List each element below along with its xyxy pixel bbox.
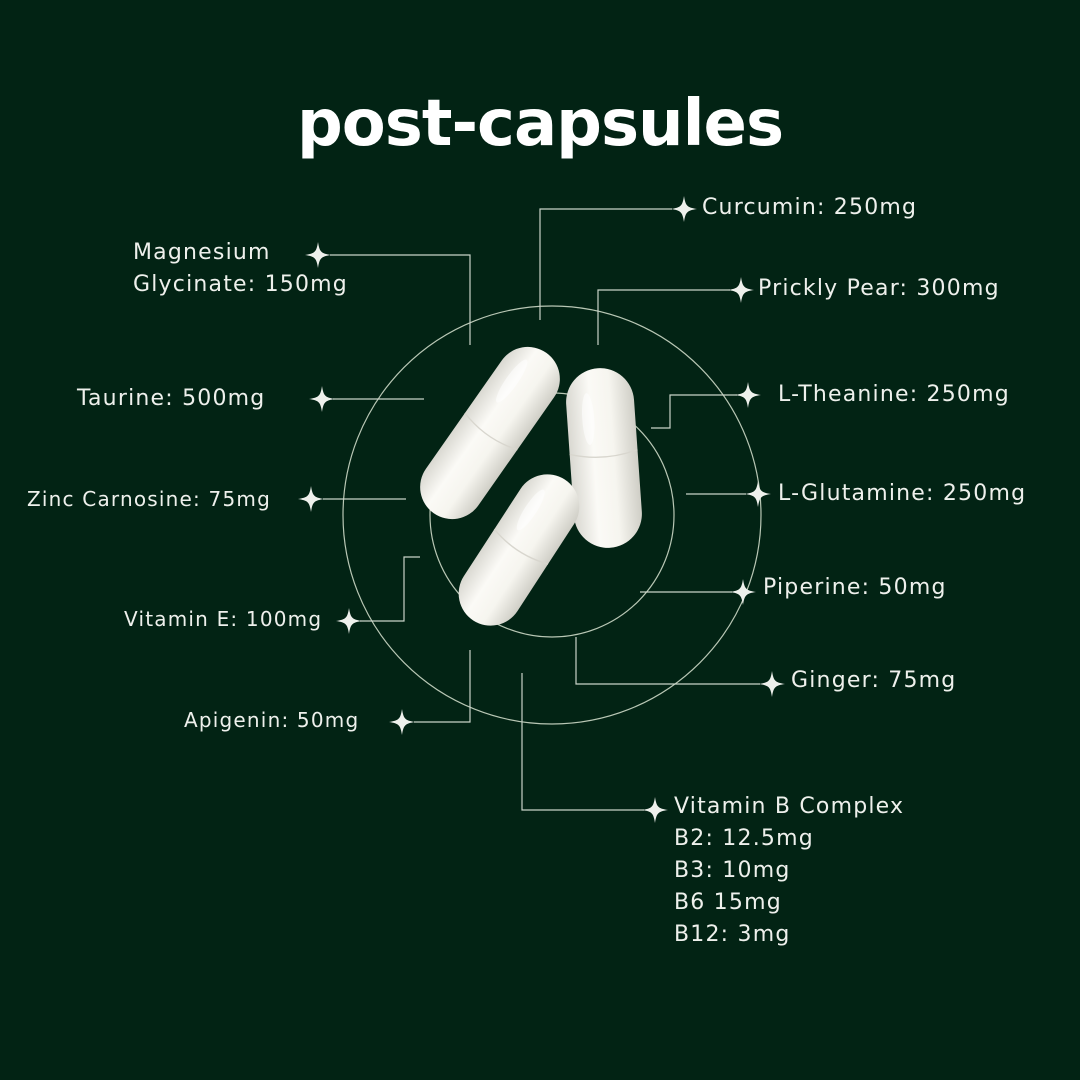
label-vitamin-b-complex: Vitamin B Complex B2: 12.5mg B3: 10mg B6… xyxy=(674,791,904,951)
page-title: post-capsules xyxy=(296,87,784,161)
connector-l-theanine xyxy=(651,394,737,429)
sparkle-icon xyxy=(336,608,362,634)
sparkle-icon xyxy=(730,579,756,605)
sparkle-icon xyxy=(642,797,668,823)
label-magnesium-glycinate: Magnesium Glycinate: 150mg xyxy=(133,237,348,301)
vitamin-b-heading: Vitamin B Complex xyxy=(674,794,905,819)
sparkle-icon xyxy=(728,277,754,303)
vitamin-b12: B12: 3mg xyxy=(674,922,791,947)
connector-curcumin xyxy=(539,208,672,320)
label-l-theanine: L-Theanine: 250mg xyxy=(778,382,1010,407)
label-l-glutamine: L-Glutamine: 250mg xyxy=(778,481,1027,506)
label-vitamin-e: Vitamin E: 100mg xyxy=(124,607,323,631)
connector-ginger xyxy=(575,637,760,685)
connector-magnesium xyxy=(330,254,471,345)
capsule-top-left xyxy=(420,346,560,520)
outer-ring xyxy=(342,305,762,725)
label-piperine: Piperine: 50mg xyxy=(763,575,947,600)
label-magnesium-line1: Magnesium xyxy=(133,240,271,265)
label-taurine: Taurine: 500mg xyxy=(77,386,266,411)
label-prickly-pear: Prickly Pear: 300mg xyxy=(758,276,1000,301)
vitamin-b3: B3: 10mg xyxy=(674,858,791,883)
connector-apigenin xyxy=(414,650,471,723)
sparkle-icon xyxy=(759,671,785,697)
capsule-right xyxy=(566,368,642,548)
sparkle-icon xyxy=(298,486,324,512)
connector-vitamin-b xyxy=(521,673,644,811)
vitamin-b2: B2: 12.5mg xyxy=(674,826,814,851)
connector-prickly-pear xyxy=(597,289,730,345)
connector-vitamin-e xyxy=(360,556,420,622)
sparkle-icon xyxy=(389,709,415,735)
capsule-bottom xyxy=(458,474,580,626)
sparkle-icon xyxy=(745,481,771,507)
label-zinc-carnosine: Zinc Carnosine: 75mg xyxy=(27,487,271,511)
label-apigenin: Apigenin: 50mg xyxy=(184,708,360,732)
sparkle-icon xyxy=(309,386,335,412)
capsules xyxy=(420,346,642,626)
sparkle-icon xyxy=(671,196,697,222)
vitamin-b6: B6 15mg xyxy=(674,890,782,915)
label-ginger: Ginger: 75mg xyxy=(791,668,957,693)
label-curcumin: Curcumin: 250mg xyxy=(702,195,918,220)
connector-lines xyxy=(323,208,760,811)
sparkle-icon xyxy=(735,382,761,408)
label-magnesium-line2: Glycinate: 150mg xyxy=(133,272,348,297)
